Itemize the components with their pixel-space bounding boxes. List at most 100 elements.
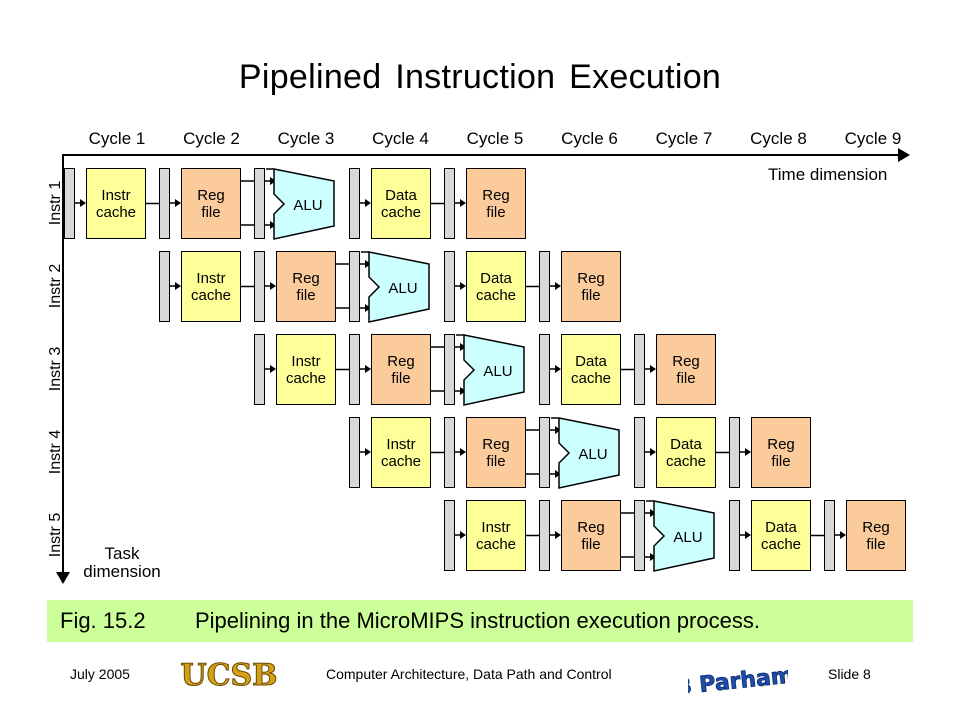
stage-input-arrow <box>455 387 466 395</box>
pipeline-latch <box>444 251 455 322</box>
stage-output-line <box>241 285 254 288</box>
svg-text:B Parhami: B Parhami <box>688 662 788 700</box>
reg-file-read: Reg file <box>276 251 336 322</box>
stage-label: Reg file <box>672 352 700 387</box>
data-cache: Data cache <box>751 500 811 571</box>
stage-output-line <box>811 534 824 537</box>
cycle-label-1: Cycle 1 <box>88 129 146 148</box>
svg-text:UCSB: UCSB <box>180 658 277 693</box>
alu-unit: ALU <box>551 417 620 489</box>
reg-file-write: Reg file <box>751 417 811 488</box>
instr-label-5: Instr 5 <box>47 512 64 558</box>
stage-output-line <box>336 368 349 371</box>
pipeline-latch <box>159 168 170 239</box>
stage-input-arrow <box>645 448 656 456</box>
stage-label: Reg file <box>862 518 890 553</box>
data-cache: Data cache <box>561 334 621 405</box>
data-cache: Data cache <box>656 417 716 488</box>
regfile-output-lines <box>336 263 349 309</box>
stage-label: Data cache <box>570 352 612 387</box>
instr-cache: Instr cache <box>466 500 526 571</box>
task-axis-arrowhead <box>56 572 70 584</box>
stage-output-line <box>621 368 634 371</box>
stage-input-arrow <box>360 260 371 268</box>
stage-input-arrow <box>645 365 656 373</box>
stage-input-arrow <box>645 553 656 561</box>
reg-file-write: Reg file <box>656 334 716 405</box>
pipeline-latch <box>539 251 550 322</box>
pipeline-latch <box>444 334 455 405</box>
pipeline-latch <box>254 251 265 322</box>
instr-label-3: Instr 3 <box>47 346 64 392</box>
stage-input-arrow <box>835 531 846 539</box>
time-dimension-label: Time dimension <box>768 165 888 184</box>
stage-output-line <box>716 451 729 454</box>
alu-unit: ALU <box>456 334 525 406</box>
figure-number: Fig. 15.2 <box>60 608 146 633</box>
stage-label: Reg file <box>482 186 510 221</box>
cycle-label-9: Cycle 9 <box>844 129 902 148</box>
pipeline-latch <box>254 168 265 239</box>
pipeline-latch <box>349 417 360 488</box>
pipeline-latch <box>444 417 455 488</box>
stage-output-line <box>431 451 444 454</box>
cycle-label-8: Cycle 8 <box>750 129 807 148</box>
stage-input-arrow <box>360 304 371 312</box>
stage-input-arrow <box>265 221 276 229</box>
pipeline-latch <box>349 251 360 322</box>
pipeline-latch <box>634 417 645 488</box>
alu-unit: ALU <box>646 500 715 572</box>
stage-input-arrow <box>75 199 86 207</box>
reg-file-read: Reg file <box>371 334 431 405</box>
reg-file-write: Reg file <box>466 168 526 239</box>
time-axis-arrowhead <box>898 148 910 162</box>
stage-input-arrow <box>265 282 276 290</box>
svg-text:ALU: ALU <box>673 529 702 546</box>
reg-file-write: Reg file <box>561 251 621 322</box>
instr-cache: Instr cache <box>181 251 241 322</box>
reg-file-read: Reg file <box>561 500 621 571</box>
reg-file-read: Reg file <box>181 168 241 239</box>
stage-input-arrow <box>740 448 751 456</box>
stage-input-arrow <box>360 365 371 373</box>
pipeline-latch <box>444 168 455 239</box>
stage-output-line <box>526 285 539 288</box>
pipeline-latch <box>539 334 550 405</box>
pipeline-latch <box>634 334 645 405</box>
stage-input-arrow <box>455 199 466 207</box>
figure-caption: Fig. 15.2 Pipelining in the MicroMIPS in… <box>47 600 913 642</box>
footer-slide-number: Slide 8 <box>828 666 871 682</box>
stage-label: Instr cache <box>475 518 517 553</box>
pipeline-latch <box>444 500 455 571</box>
regfile-output-lines <box>621 512 634 558</box>
instr-label-1: Instr 1 <box>47 180 64 226</box>
stage-label: Reg file <box>197 186 225 221</box>
stage-input-arrow <box>170 199 181 207</box>
task-dimension-label: Task dimension <box>83 544 161 581</box>
time-axis-line <box>62 154 900 156</box>
instr-label-4: Instr 4 <box>47 429 64 475</box>
stage-label: Instr cache <box>285 352 327 387</box>
stage-label: Instr cache <box>190 269 232 304</box>
svg-text:ALU: ALU <box>293 197 322 214</box>
stage-input-arrow <box>550 365 561 373</box>
instr-cache: Instr cache <box>276 334 336 405</box>
stage-label: Data cache <box>665 435 707 470</box>
cycle-label-7: Cycle 7 <box>655 129 713 148</box>
reg-file-write: Reg file <box>846 500 906 571</box>
stage-output-line <box>431 202 444 205</box>
instr-label-2: Instr 2 <box>47 263 64 309</box>
stage-label: Reg file <box>482 435 510 470</box>
regfile-output-lines <box>526 429 539 475</box>
stage-input-arrow <box>170 282 181 290</box>
regfile-output-lines <box>241 180 254 226</box>
task-axis-line <box>62 154 64 574</box>
figure-caption-text: Pipelining in the MicroMIPS instruction … <box>195 608 760 633</box>
svg-text:ALU: ALU <box>483 363 512 380</box>
stage-label: Reg file <box>577 269 605 304</box>
stage-input-arrow <box>550 531 561 539</box>
stage-input-arrow <box>360 199 371 207</box>
stage-input-arrow <box>455 448 466 456</box>
reg-file-read: Reg file <box>466 417 526 488</box>
stage-label: Instr cache <box>380 435 422 470</box>
